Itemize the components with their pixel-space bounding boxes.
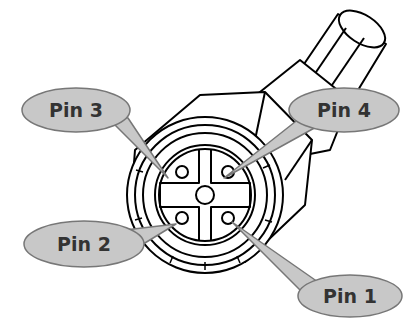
pin-callout: Pin 1 [297,274,403,318]
pin-label: Pin 3 [49,99,103,121]
pin-callout: Pin 2 [23,220,145,268]
pin-callout: Pin 3 [21,87,131,133]
pin-callout: Pin 4 [288,87,400,133]
pin-label: Pin 4 [317,99,371,121]
pin-label: Pin 2 [57,233,111,255]
pin-label: Pin 1 [323,285,377,307]
